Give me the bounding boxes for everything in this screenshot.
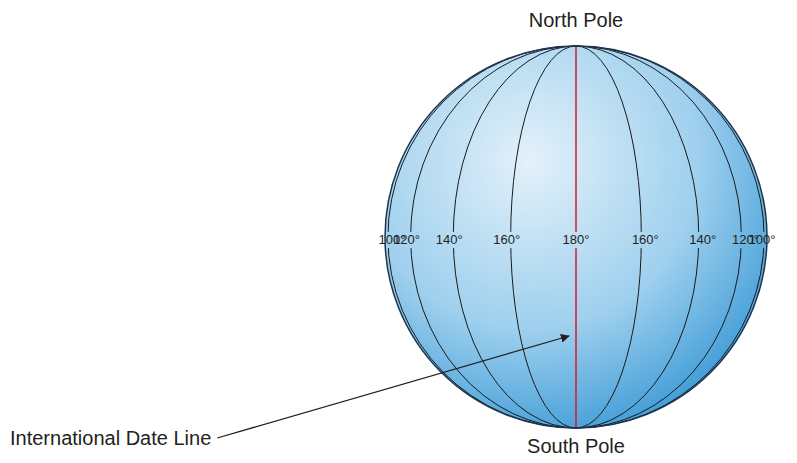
globe-body [385,46,767,428]
meridian-line [453,46,699,428]
longitude-label: 140° [436,233,463,247]
globe-outline [385,46,767,428]
meridian-line [388,46,764,428]
longitude-label: 120° [393,233,420,247]
leader-line [217,336,569,438]
longitude-label: 160° [493,233,520,247]
longitude-label: 180° [563,233,590,247]
meridian-line [411,46,742,428]
meridian-line [511,46,642,428]
pole-label: North Pole [529,9,624,31]
longitude-label: 160° [632,233,659,247]
longitude-label: 100° [749,233,776,247]
pole-label: South Pole [527,435,625,457]
callout-label: International Date Line [10,427,211,449]
longitude-label: 140° [689,233,716,247]
meridian-lines [388,46,764,428]
